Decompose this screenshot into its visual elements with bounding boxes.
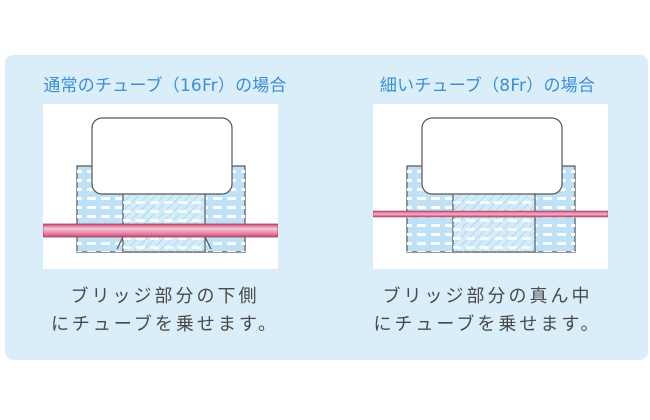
- illustration-thin-tube: [373, 104, 608, 269]
- illustration-normal-tube: [43, 104, 278, 269]
- info-panel: 通常のチューブ（16Fr）の場合: [5, 55, 648, 360]
- top-cover: [421, 117, 563, 195]
- fixation-diagram-16fr: [43, 117, 278, 253]
- top-cover: [91, 117, 233, 195]
- tube-8fr: [373, 210, 608, 218]
- caption-thin-tube: ブリッジ部分の真ん中 にチューブを乗せます。: [373, 286, 602, 335]
- heading-normal-tube: 通常のチューブ（16Fr）の場合: [43, 76, 287, 96]
- fixation-diagram-8fr: [373, 117, 608, 253]
- tube-16fr: [43, 223, 278, 238]
- heading-thin-tube: 細いチューブ（8Fr）の場合: [379, 76, 596, 96]
- caption-normal-tube: ブリッジ部分の下側 にチューブを乗せます。: [50, 286, 280, 335]
